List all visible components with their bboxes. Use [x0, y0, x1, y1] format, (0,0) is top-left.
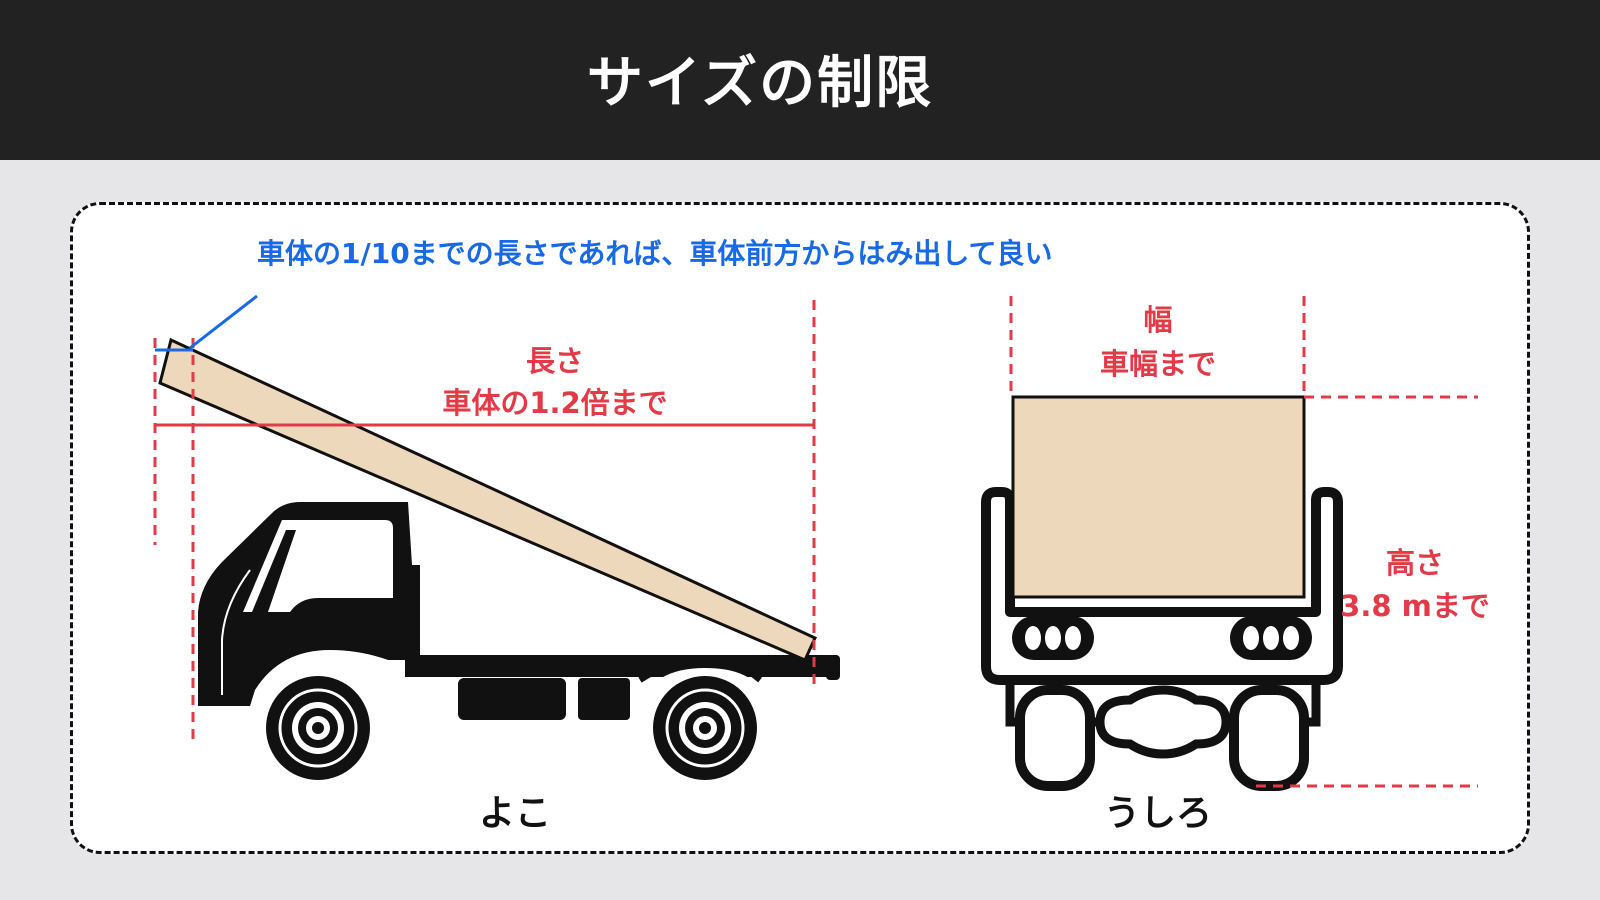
left-tail-lights — [1012, 616, 1094, 660]
front-wheel — [266, 676, 370, 780]
truck-chassis — [405, 655, 837, 677]
overhang-indicator — [155, 294, 258, 352]
width-label: 幅 — [1143, 303, 1173, 337]
cargo-box-rear — [1011, 395, 1306, 599]
overhang-note: 車体の1/10までの長さであれば、車体前方からはみ出して良い — [257, 237, 1053, 270]
truck-side-box — [578, 678, 630, 720]
truck-fuel-tank — [458, 678, 566, 720]
rear-differential — [1095, 685, 1231, 759]
rear-wheel — [653, 676, 757, 780]
right-rear-tire — [1229, 685, 1309, 791]
height-label: 高さ — [1385, 546, 1444, 580]
side-view — [153, 294, 840, 780]
truck-cab-window — [243, 520, 393, 612]
page-title: サイズの制限 — [586, 51, 934, 116]
rear-view — [981, 296, 1478, 791]
truck-rear-body — [981, 487, 1343, 685]
length-label: 長さ — [525, 344, 584, 378]
rear-dimension-guides — [1009, 296, 1478, 788]
header-bar: サイズの制限 — [0, 0, 1600, 160]
side-view-caption: よこ — [478, 793, 551, 834]
truck-window-pillar — [252, 530, 296, 612]
truck-side-illustration — [198, 502, 840, 780]
rear-fender — [638, 658, 762, 683]
cargo-plank-side — [158, 337, 817, 662]
height-limit: 3.8 mまで — [1340, 589, 1490, 623]
rear-view-caption: うしろ — [1103, 793, 1212, 834]
length-limit: 車体の1.2倍まで — [442, 386, 668, 420]
truck-rear-illustration — [981, 487, 1343, 791]
truck-door-trim — [221, 569, 251, 695]
left-rear-tire — [1015, 685, 1095, 791]
width-limit: 車幅まで — [1099, 347, 1216, 381]
right-tail-lights — [1230, 616, 1312, 660]
side-length-guides — [153, 300, 816, 740]
truck-rear-bumper — [826, 655, 840, 680]
